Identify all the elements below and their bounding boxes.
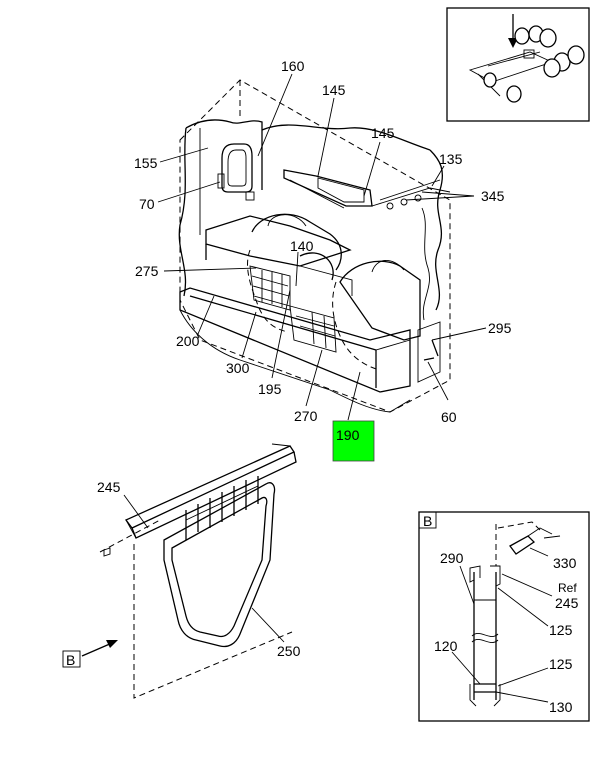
locator-inset (446, 7, 590, 122)
callout-125-a: 125 (549, 622, 573, 638)
highlight-box-190 (332, 420, 375, 462)
callout-60: 60 (441, 409, 457, 425)
curtain-panel-assembly (99, 443, 297, 699)
callout-140: 140 (290, 238, 314, 254)
net-mesh-left (249, 265, 291, 311)
callout-160: 160 (281, 58, 305, 74)
callout-ref: Ref (558, 581, 577, 595)
leader-lines (157, 73, 487, 421)
callout-130: 130 (549, 699, 573, 715)
callout-labels: 160 145 145 135 155 345 70 140 275 295 2… (66, 58, 579, 715)
detail-box-label: B (423, 513, 432, 529)
view-pointer-label: B (66, 652, 75, 668)
callout-245-ref: 245 (555, 595, 579, 611)
callout-295: 295 (488, 320, 512, 336)
callout-200: 200 (176, 333, 200, 349)
callout-275: 275 (135, 263, 159, 279)
callout-145-a: 145 (322, 82, 346, 98)
callout-245: 245 (97, 479, 121, 495)
callout-300: 300 (226, 360, 250, 376)
callout-195: 195 (258, 381, 282, 397)
sleeper-assembly (178, 79, 451, 413)
view-b-pointer (62, 640, 118, 668)
callout-330: 330 (553, 555, 577, 571)
callout-270: 270 (294, 408, 318, 424)
callout-155: 155 (134, 155, 158, 171)
net-mesh-right (289, 305, 337, 353)
callout-135: 135 (439, 151, 463, 167)
detail-view-b (418, 511, 590, 722)
callout-70: 70 (139, 196, 155, 212)
callout-290: 290 (440, 550, 464, 566)
callout-145-b: 145 (371, 125, 395, 141)
callout-120: 120 (434, 638, 458, 654)
callout-345: 345 (481, 188, 505, 204)
callout-250: 250 (277, 643, 301, 659)
callout-125-b: 125 (549, 656, 573, 672)
callout-190: 190 (336, 427, 360, 443)
